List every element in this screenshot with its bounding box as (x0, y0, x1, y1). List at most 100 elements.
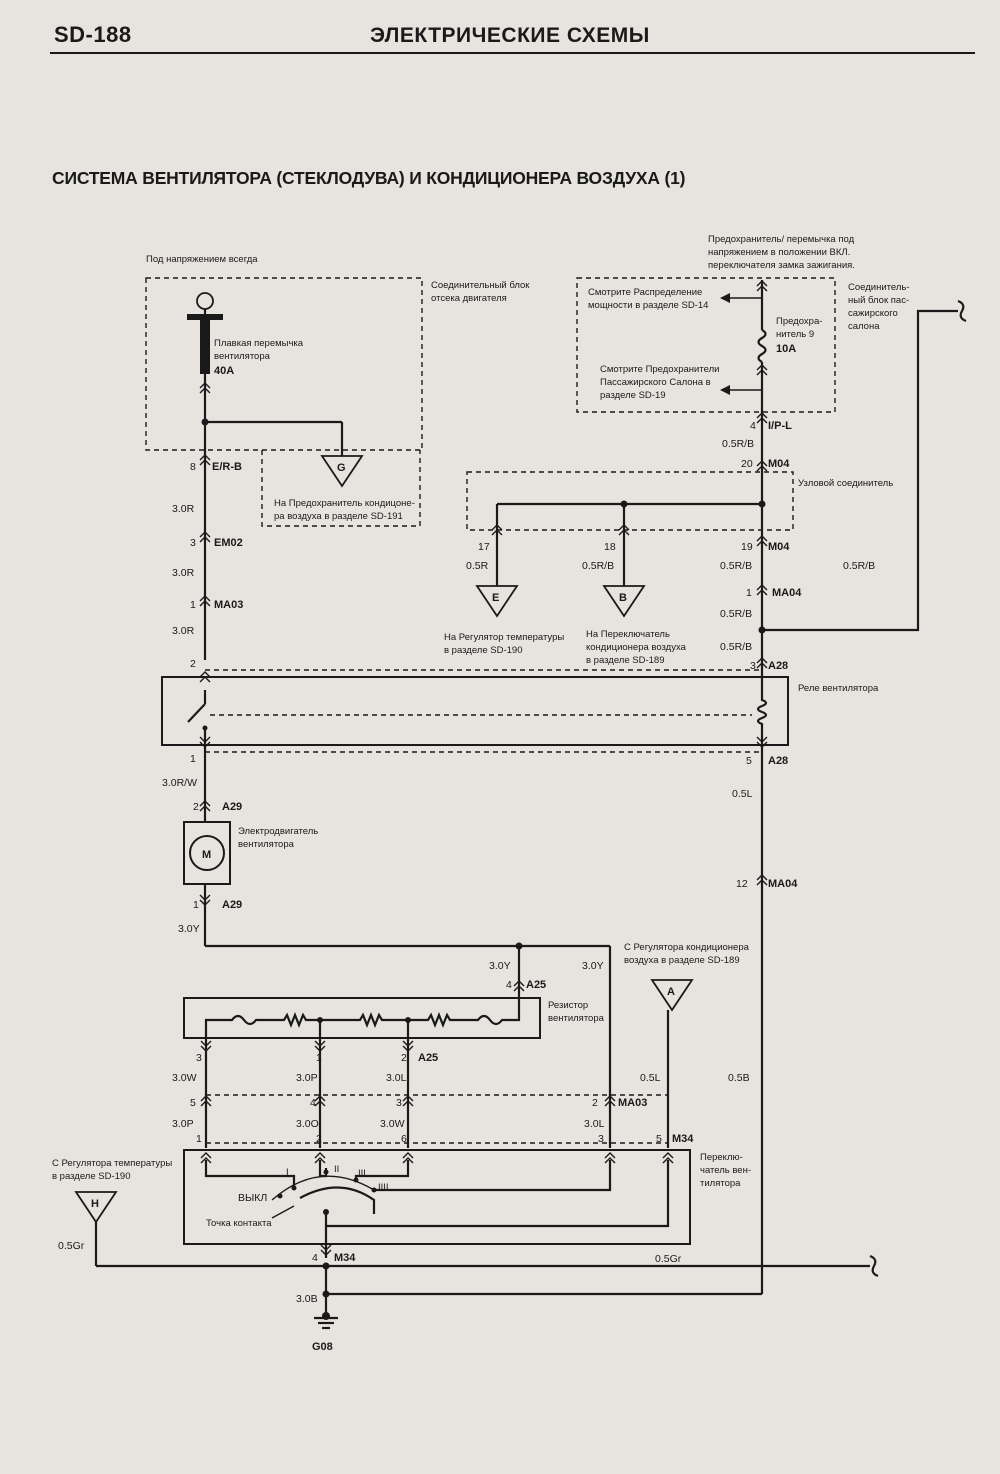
relay-coil (756, 690, 768, 760)
page-header: SD-188 ЭЛЕКТРИЧЕСКИЕ СХЕМЫ (50, 18, 975, 54)
svg-text:A28: A28 (768, 755, 788, 767)
svg-text:3: 3 (190, 537, 196, 549)
svg-text:4: 4 (310, 1097, 316, 1109)
right-chevrons (756, 280, 768, 669)
connector-em02: EM02 (214, 537, 243, 549)
svg-text:тилятора: тилятора (700, 1178, 741, 1189)
svg-text:12: 12 (736, 878, 748, 890)
svg-text:M04: M04 (768, 541, 790, 553)
blower-switch (183, 1149, 691, 1245)
contact-point-label: Точка контакта (206, 1218, 272, 1229)
svg-text:нитель 9: нитель 9 (776, 329, 814, 340)
marker-h (74, 1191, 118, 1224)
svg-text:18: 18 (604, 541, 616, 553)
blower-relay (161, 676, 789, 746)
svg-text:ра воздуха в разделе SD-191: ра воздуха в разделе SD-191 (274, 511, 403, 522)
from-ac-reg-label: С Регулятора кондиционера (624, 942, 750, 953)
svg-text:вентилятора: вентилятора (214, 351, 271, 362)
svg-text:в разделе SD-190: в разделе SD-190 (444, 645, 522, 656)
svg-text:0.5R/B: 0.5R/B (843, 560, 875, 572)
svg-text:3.0L: 3.0L (386, 1072, 407, 1084)
connector-a29-top: A29 (222, 801, 242, 813)
blower-relay-label: Реле вентилятора (798, 683, 879, 694)
svg-text:3.0R: 3.0R (172, 625, 195, 637)
svg-text:4: 4 (506, 979, 512, 991)
connector-ma03-bottom: MA03 (618, 1097, 647, 1109)
node-connector-label: Узловой соединитель (798, 478, 893, 489)
svg-text:1: 1 (316, 1052, 322, 1064)
svg-text:3.0B: 3.0B (296, 1293, 318, 1305)
blower-resistor (183, 997, 541, 1039)
off-label: ВЫКЛ (238, 1192, 267, 1204)
fuse-9-10a (757, 329, 767, 363)
svg-text:3: 3 (750, 660, 756, 672)
svg-text:0.5R/B: 0.5R/B (582, 560, 614, 572)
svg-text:1: 1 (193, 899, 199, 911)
section-title: ЭЛЕКТРИЧЕСКИЕ СХЕМЫ (370, 24, 650, 47)
svg-text:0.5R/B: 0.5R/B (720, 641, 752, 653)
svg-text:I: I (286, 1167, 289, 1178)
blower-switch-label: Переклю- (700, 1152, 743, 1163)
marker-e (475, 585, 519, 618)
ign-fuse-label: Предохранитель/ перемычка под (708, 234, 855, 245)
always-hot-label: Под напряжением всегда (146, 254, 258, 265)
svg-text:A: A (667, 986, 675, 998)
svg-text:3.0Y: 3.0Y (582, 960, 604, 972)
svg-text:20: 20 (741, 458, 753, 470)
pass-junction-label: Соединитель- (848, 282, 910, 293)
svg-text:6: 6 (401, 1133, 407, 1145)
connector-m34-bottom: M34 (334, 1252, 356, 1264)
svg-text:напряжением в положении ВКЛ.: напряжением в положении ВКЛ. (708, 247, 850, 258)
svg-text:5: 5 (746, 755, 752, 767)
svg-text:чатель вен-: чатель вен- (700, 1165, 751, 1176)
svg-text:3.0L: 3.0L (584, 1118, 605, 1130)
svg-text:Пассажирского Салона в: Пассажирского Салона в (600, 377, 711, 388)
resistor-network (204, 1010, 521, 1048)
svg-text:III: III (358, 1168, 366, 1179)
marker-b (602, 585, 646, 618)
svg-text:салона: салона (848, 321, 880, 332)
ground-icon (314, 1312, 338, 1330)
connector-er-b: E/R-B (212, 461, 242, 473)
switch-arc (271, 1175, 375, 1201)
svg-text:вентилятора: вентилятора (548, 1013, 605, 1024)
svg-text:2: 2 (592, 1097, 598, 1109)
battery-terminal (196, 292, 214, 310)
svg-text:1: 1 (190, 599, 196, 611)
svg-text:3: 3 (396, 1097, 402, 1109)
svg-text:3.0Y: 3.0Y (489, 960, 511, 972)
marker-g (320, 455, 364, 488)
relay-contact (187, 703, 206, 723)
svg-text:10A: 10A (776, 343, 796, 355)
svg-text:3.0R/W: 3.0R/W (162, 777, 197, 789)
svg-text:0.5R: 0.5R (466, 560, 489, 572)
svg-text:0.5R/B: 0.5R/B (722, 438, 754, 450)
svg-text:0.5R/B: 0.5R/B (720, 560, 752, 572)
wire-to-passenger-junction (762, 309, 958, 632)
connector-m04-top: M04 (768, 458, 790, 470)
svg-text:в разделе SD-189: в разделе SD-189 (586, 655, 664, 666)
fuse-link-label: Плавкая перемычка (214, 338, 304, 349)
svg-text:0.5R/B: 0.5R/B (720, 608, 752, 620)
svg-text:0.5L: 0.5L (640, 1072, 661, 1084)
svg-text:17: 17 (478, 541, 490, 553)
svg-text:3: 3 (196, 1052, 202, 1064)
svg-text:в разделе SD-190: в разделе SD-190 (52, 1171, 130, 1182)
svg-text:2: 2 (316, 1133, 322, 1145)
connector-ma03-top: MA03 (214, 599, 243, 611)
svg-text:A25: A25 (418, 1052, 438, 1064)
svg-text:MA04: MA04 (768, 878, 798, 890)
svg-text:3.0P: 3.0P (296, 1072, 318, 1084)
svg-text:3.0W: 3.0W (380, 1118, 405, 1130)
svg-text:M: M (202, 849, 211, 861)
svg-text:2: 2 (193, 801, 199, 813)
svg-text:мощности в разделе SD-14: мощности в разделе SD-14 (588, 300, 708, 311)
see-fuses-label: Смотрите Предохранители (600, 364, 719, 375)
blower-motor-label: Электродвигатель (238, 826, 318, 837)
to-ac-fuse-label: На Предохранитель кондицоне- (274, 498, 415, 509)
svg-text:2: 2 (190, 658, 196, 670)
svg-text:отсека двигателя: отсека двигателя (431, 293, 507, 304)
switch-wiper (299, 1186, 376, 1214)
to-ac-switch-label: На Переключатель (586, 629, 670, 640)
